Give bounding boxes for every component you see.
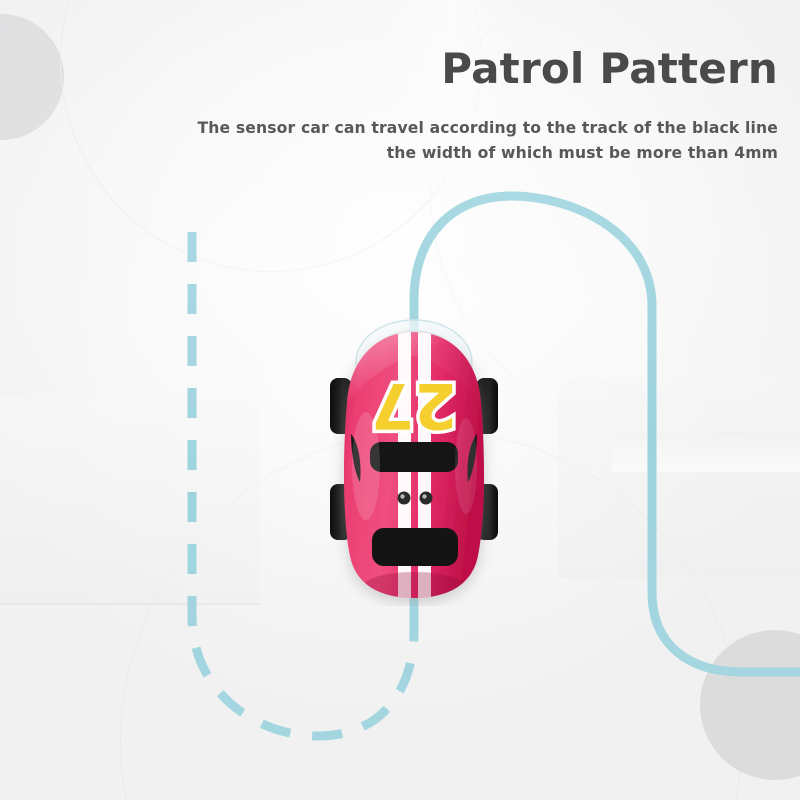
car-windshield xyxy=(370,442,458,472)
subtitle-line-2: the width of which must be more than 4mm xyxy=(386,144,778,163)
car-rear-shade xyxy=(362,572,466,598)
car-gloss-highlight xyxy=(347,332,481,402)
subtitle-line-1: The sensor car can travel according to t… xyxy=(197,119,778,137)
car-vent-left xyxy=(351,434,361,482)
page-title: Patrol Pattern xyxy=(441,44,778,93)
car-grille xyxy=(372,528,458,566)
car-side-highlight-left xyxy=(352,412,380,520)
sensor-car: 27 xyxy=(330,319,498,598)
car-vent-right xyxy=(467,434,477,482)
solid-track-line xyxy=(409,191,800,677)
car-number-decal: 27 xyxy=(367,366,460,446)
subtitle-block: The sensor car can travel according to t… xyxy=(118,116,778,167)
car-sensor-dots xyxy=(397,491,433,505)
headline-block: Patrol Pattern xyxy=(118,44,778,93)
dashed-track-line xyxy=(187,232,419,741)
car-side-highlight-right xyxy=(455,418,477,514)
car-number-text: 27 xyxy=(371,369,457,442)
